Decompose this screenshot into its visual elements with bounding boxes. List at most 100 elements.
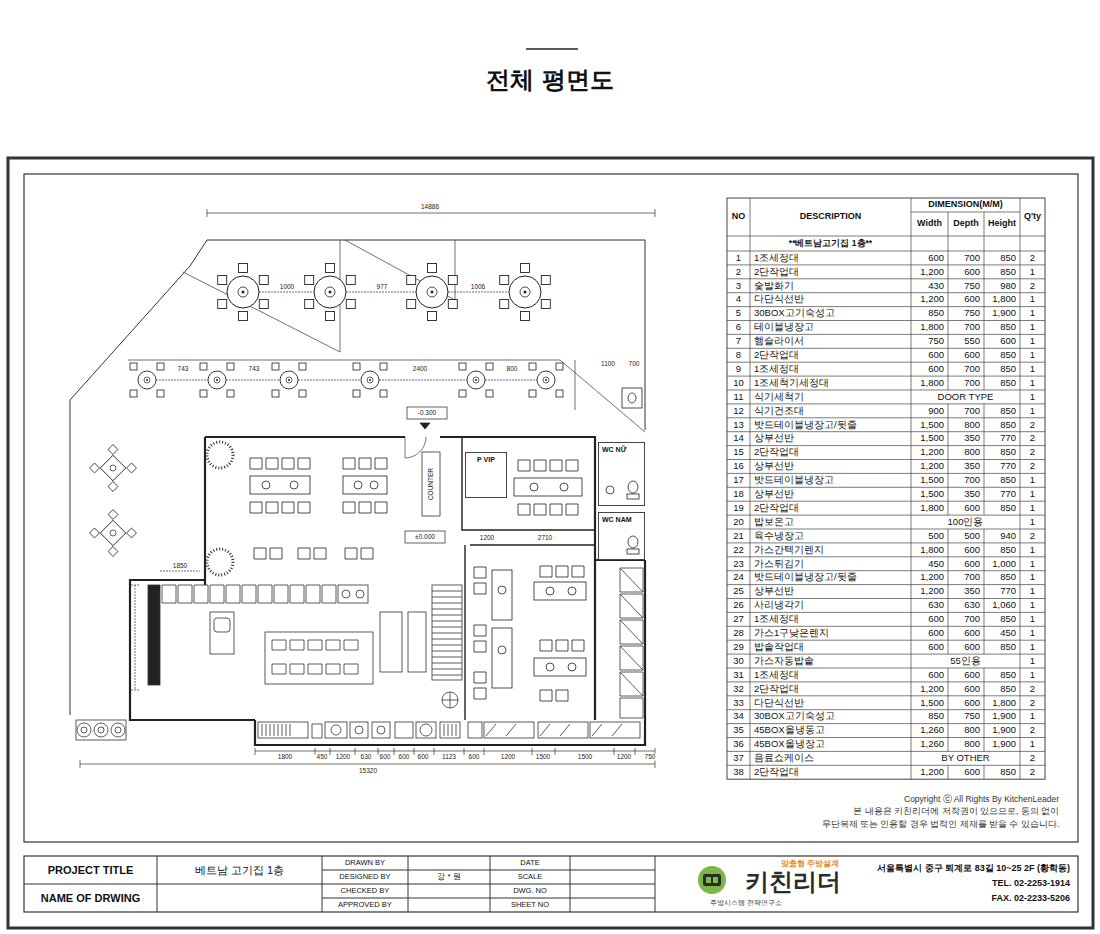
width-value-box: 1,260 xyxy=(911,724,948,738)
row-number: 25 xyxy=(733,586,744,596)
item-description: 상부선반 xyxy=(754,586,794,596)
quantity-value-box: 1 xyxy=(1020,348,1045,362)
company-fax-box: FAX. 02-2233-5206 xyxy=(846,891,1074,906)
depth-value-box: 600 xyxy=(948,640,984,654)
height-value: 940 xyxy=(1000,531,1016,541)
width-value: 850 xyxy=(928,308,944,318)
row-number: 19 xyxy=(733,503,744,513)
item-description: 1조세정대 xyxy=(754,614,799,624)
width-value-box: 600 xyxy=(911,251,948,265)
width-value-box: 1,200 xyxy=(911,460,948,474)
item-description: 30BOX고기숙성고 xyxy=(754,711,835,721)
height-value: 850 xyxy=(1000,670,1016,680)
row-number-box: 14 xyxy=(727,432,750,446)
quantity-value: 1 xyxy=(1030,364,1035,374)
item-description-box: 45BOX올냉장고 xyxy=(750,738,911,752)
row-number-box: 4 xyxy=(727,293,750,307)
item-description: 2단작업대 xyxy=(754,503,799,513)
quantity-value: 1 xyxy=(1030,545,1035,555)
depth-value-box: 700 xyxy=(948,404,984,418)
field-name: APPROVED BY xyxy=(338,901,392,909)
item-description-box: 밥솥작업대 xyxy=(750,640,911,654)
column-header-box: Depth xyxy=(948,212,984,236)
quantity-value: 2 xyxy=(1030,461,1035,471)
depth-value-box: 550 xyxy=(948,334,984,348)
width-value: 1,260 xyxy=(920,739,944,749)
width-value-box: 600 xyxy=(911,612,948,626)
depth-value-box: 600 xyxy=(948,696,984,710)
row-number-box: 12 xyxy=(727,404,750,418)
item-description: 밧드테이블냉장고/뒷줄 xyxy=(754,572,857,582)
depth-value: 700 xyxy=(964,406,980,416)
depth-value: 600 xyxy=(964,767,980,777)
depth-value-box: 800 xyxy=(948,446,984,460)
height-value-box: 1,900 xyxy=(984,710,1020,724)
depth-value: 750 xyxy=(964,711,980,721)
width-value: 600 xyxy=(928,628,944,638)
row-number: 21 xyxy=(733,531,744,541)
width-value-box: 850 xyxy=(911,710,948,724)
field-name-box: PROJECT TITLE xyxy=(24,856,157,884)
row-number-box: 27 xyxy=(727,612,750,626)
item-description: 숯발화기 xyxy=(754,281,794,291)
quantity-value-box: 2 xyxy=(1020,418,1045,432)
row-number-box: 33 xyxy=(727,696,750,710)
depth-value-box: 600 xyxy=(948,293,984,307)
row-number-box: 19 xyxy=(727,501,750,515)
height-value-box: 850 xyxy=(984,765,1020,779)
row-number-box: 10 xyxy=(727,376,750,390)
item-description-box: 가스튀김기 xyxy=(750,557,911,571)
row-number: 11 xyxy=(734,392,744,402)
row-number-box: 5 xyxy=(727,307,750,321)
dimension-label: 2400 xyxy=(412,366,428,373)
height-value: 850 xyxy=(1000,503,1016,513)
width-value: 1,500 xyxy=(920,489,944,499)
row-number-box: 22 xyxy=(727,543,750,557)
field-name-box: SCALE xyxy=(490,870,570,884)
item-description: 2단작업대 xyxy=(754,447,799,457)
item-description: 상부선반 xyxy=(754,461,794,471)
height-value: 1,900 xyxy=(992,725,1016,735)
copyright-note-box: Copyright ⓒ All Rights By KitchenLeader xyxy=(640,794,1063,806)
dimension-label: 450 xyxy=(316,754,329,761)
depth-value: 600 xyxy=(964,350,980,360)
width-value-box: 600 xyxy=(911,640,948,654)
width-value: 1,800 xyxy=(920,322,944,332)
item-description: 다단식선반 xyxy=(754,294,804,304)
width-value: 600 xyxy=(928,642,944,652)
width-value: 1,500 xyxy=(920,420,944,430)
dimension-value: BY OTHER xyxy=(941,753,989,763)
height-value: 850 xyxy=(1000,684,1016,694)
height-value-box: 1,800 xyxy=(984,696,1020,710)
height-value-box: 850 xyxy=(984,668,1020,682)
column-header: Height xyxy=(988,219,1016,229)
dimension-label: 800 xyxy=(506,366,519,373)
dimension-value-box: BY OTHER xyxy=(911,751,1020,765)
height-value-box: 1,900 xyxy=(984,307,1020,321)
item-description: 식기건조대 xyxy=(754,406,804,416)
quantity-value-box: 2 xyxy=(1020,751,1045,765)
copyright-note-box: 무단복제 또는 인용할 경우 법적인 제재를 받을 수 있습니다. xyxy=(640,819,1063,831)
quantity-value: 2 xyxy=(1030,753,1035,763)
depth-value: 350 xyxy=(964,489,980,499)
depth-value: 350 xyxy=(964,433,980,443)
column-header-box: Width xyxy=(911,212,948,236)
width-value: 1,500 xyxy=(920,475,944,485)
row-number: 15 xyxy=(733,447,744,457)
depth-value: 700 xyxy=(964,364,980,374)
row-number: 38 xyxy=(733,767,744,777)
item-description-box: 상부선반 xyxy=(750,487,911,501)
depth-value-box: 700 xyxy=(948,321,984,335)
column-header-box: DIMENSION(M/M) xyxy=(911,198,1020,212)
row-number: 22 xyxy=(733,545,744,555)
planters xyxy=(207,442,233,575)
height-value-box: 850 xyxy=(984,418,1020,432)
row-number: 33 xyxy=(733,698,744,708)
item-description: 상부선반 xyxy=(754,489,794,499)
height-value: 1,800 xyxy=(992,294,1016,304)
item-description-box: 2단작업대 xyxy=(750,348,911,362)
height-value-box: 850 xyxy=(984,682,1020,696)
height-value-box: 1,060 xyxy=(984,599,1020,613)
dimension-label: 700 xyxy=(628,361,641,368)
item-description-box: 1조세척기세정대 xyxy=(750,376,911,390)
